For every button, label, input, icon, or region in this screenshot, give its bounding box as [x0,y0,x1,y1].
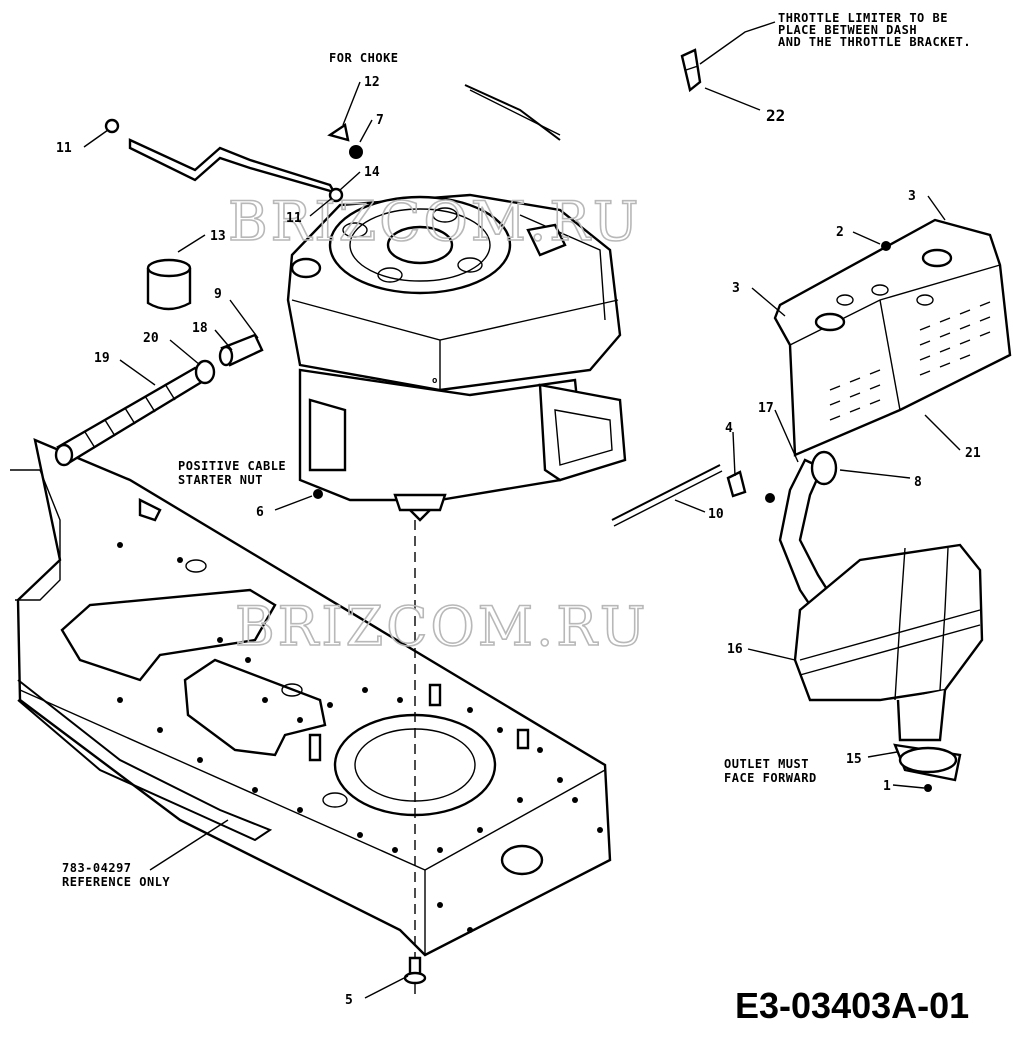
note-throttle-limiter: THROTTLE LIMITER TO BE PLACE BETWEEN DAS… [778,11,971,49]
svg-text:OUTLET MUST: OUTLET MUST [724,757,809,771]
callout-6: 6 [256,505,264,520]
callout-4: 4 [725,421,733,436]
note-outlet: OUTLET MUST FACE FORWARD [724,757,817,785]
svg-text:THROTTLE LIMITER TO BE: THROTTLE LIMITER TO BE [778,11,948,25]
callout-5: 5 [345,993,353,1008]
callout-13: 13 [210,229,226,244]
callout-2: 2 [836,225,844,240]
note-positive-cable: POSITIVE CABLE STARTER NUT [178,459,286,487]
note-reference: 783-04297 REFERENCE ONLY [62,861,170,889]
shield-vents [829,301,991,421]
diagram-code: E3-03403A-01 [735,985,969,1026]
svg-text:o: o [432,376,438,386]
engine: o [286,193,627,1000]
callout-21: 21 [965,446,981,461]
shaft-assembly [54,333,264,467]
choke-rod [104,118,363,203]
callout-14: 14 [364,165,380,180]
note-for-choke: FOR CHOKE [329,51,399,65]
callout-numbers: 22 12 7 14 11 11 13 9 18 20 19 3 2 3 21 … [56,75,981,1008]
callout-10: 10 [708,507,724,522]
svg-text:783-04297: 783-04297 [62,861,132,875]
callout-3-left: 3 [732,281,740,296]
watermark-top: BRIZCOM.RU [228,190,641,253]
heat-shield [773,218,1012,457]
svg-text:FACE FORWARD: FACE FORWARD [724,771,817,785]
callout-22: 22 [766,106,785,125]
callout-12: 12 [364,75,380,90]
fuel-cup [146,258,192,311]
callout-7: 7 [376,113,384,128]
small-bolts [313,489,427,985]
callout-15: 15 [846,752,862,767]
callout-11-left: 11 [56,141,72,156]
frame-holes [117,542,603,933]
callout-3-top: 3 [908,189,916,204]
muffler [793,543,984,742]
callout-19: 19 [94,351,110,366]
callout-9: 9 [214,287,222,302]
callout-17: 17 [758,401,774,416]
callout-18: 18 [192,321,208,336]
callout-8: 8 [914,475,922,490]
callout-1: 1 [883,779,891,794]
callout-20: 20 [143,331,159,346]
svg-text:REFERENCE ONLY: REFERENCE ONLY [62,875,170,889]
exhaust-deflector [893,743,962,792]
svg-text:STARTER NUT: STARTER NUT [178,473,263,487]
svg-text:AND THE THROTTLE BRACKET.: AND THE THROTTLE BRACKET. [778,35,971,49]
throttle-cable [464,84,561,141]
callout-11-engine: 11 [286,211,302,226]
throttle-limiter [680,48,702,93]
svg-text:POSITIVE CABLE: POSITIVE CABLE [178,459,286,473]
callout-16: 16 [727,642,743,657]
leader-lines [83,21,961,999]
svg-text:PLACE BETWEEN DASH: PLACE BETWEEN DASH [778,23,917,37]
long-bolt [611,464,747,527]
watermark-middle: BRIZCOM.RU [235,595,648,658]
